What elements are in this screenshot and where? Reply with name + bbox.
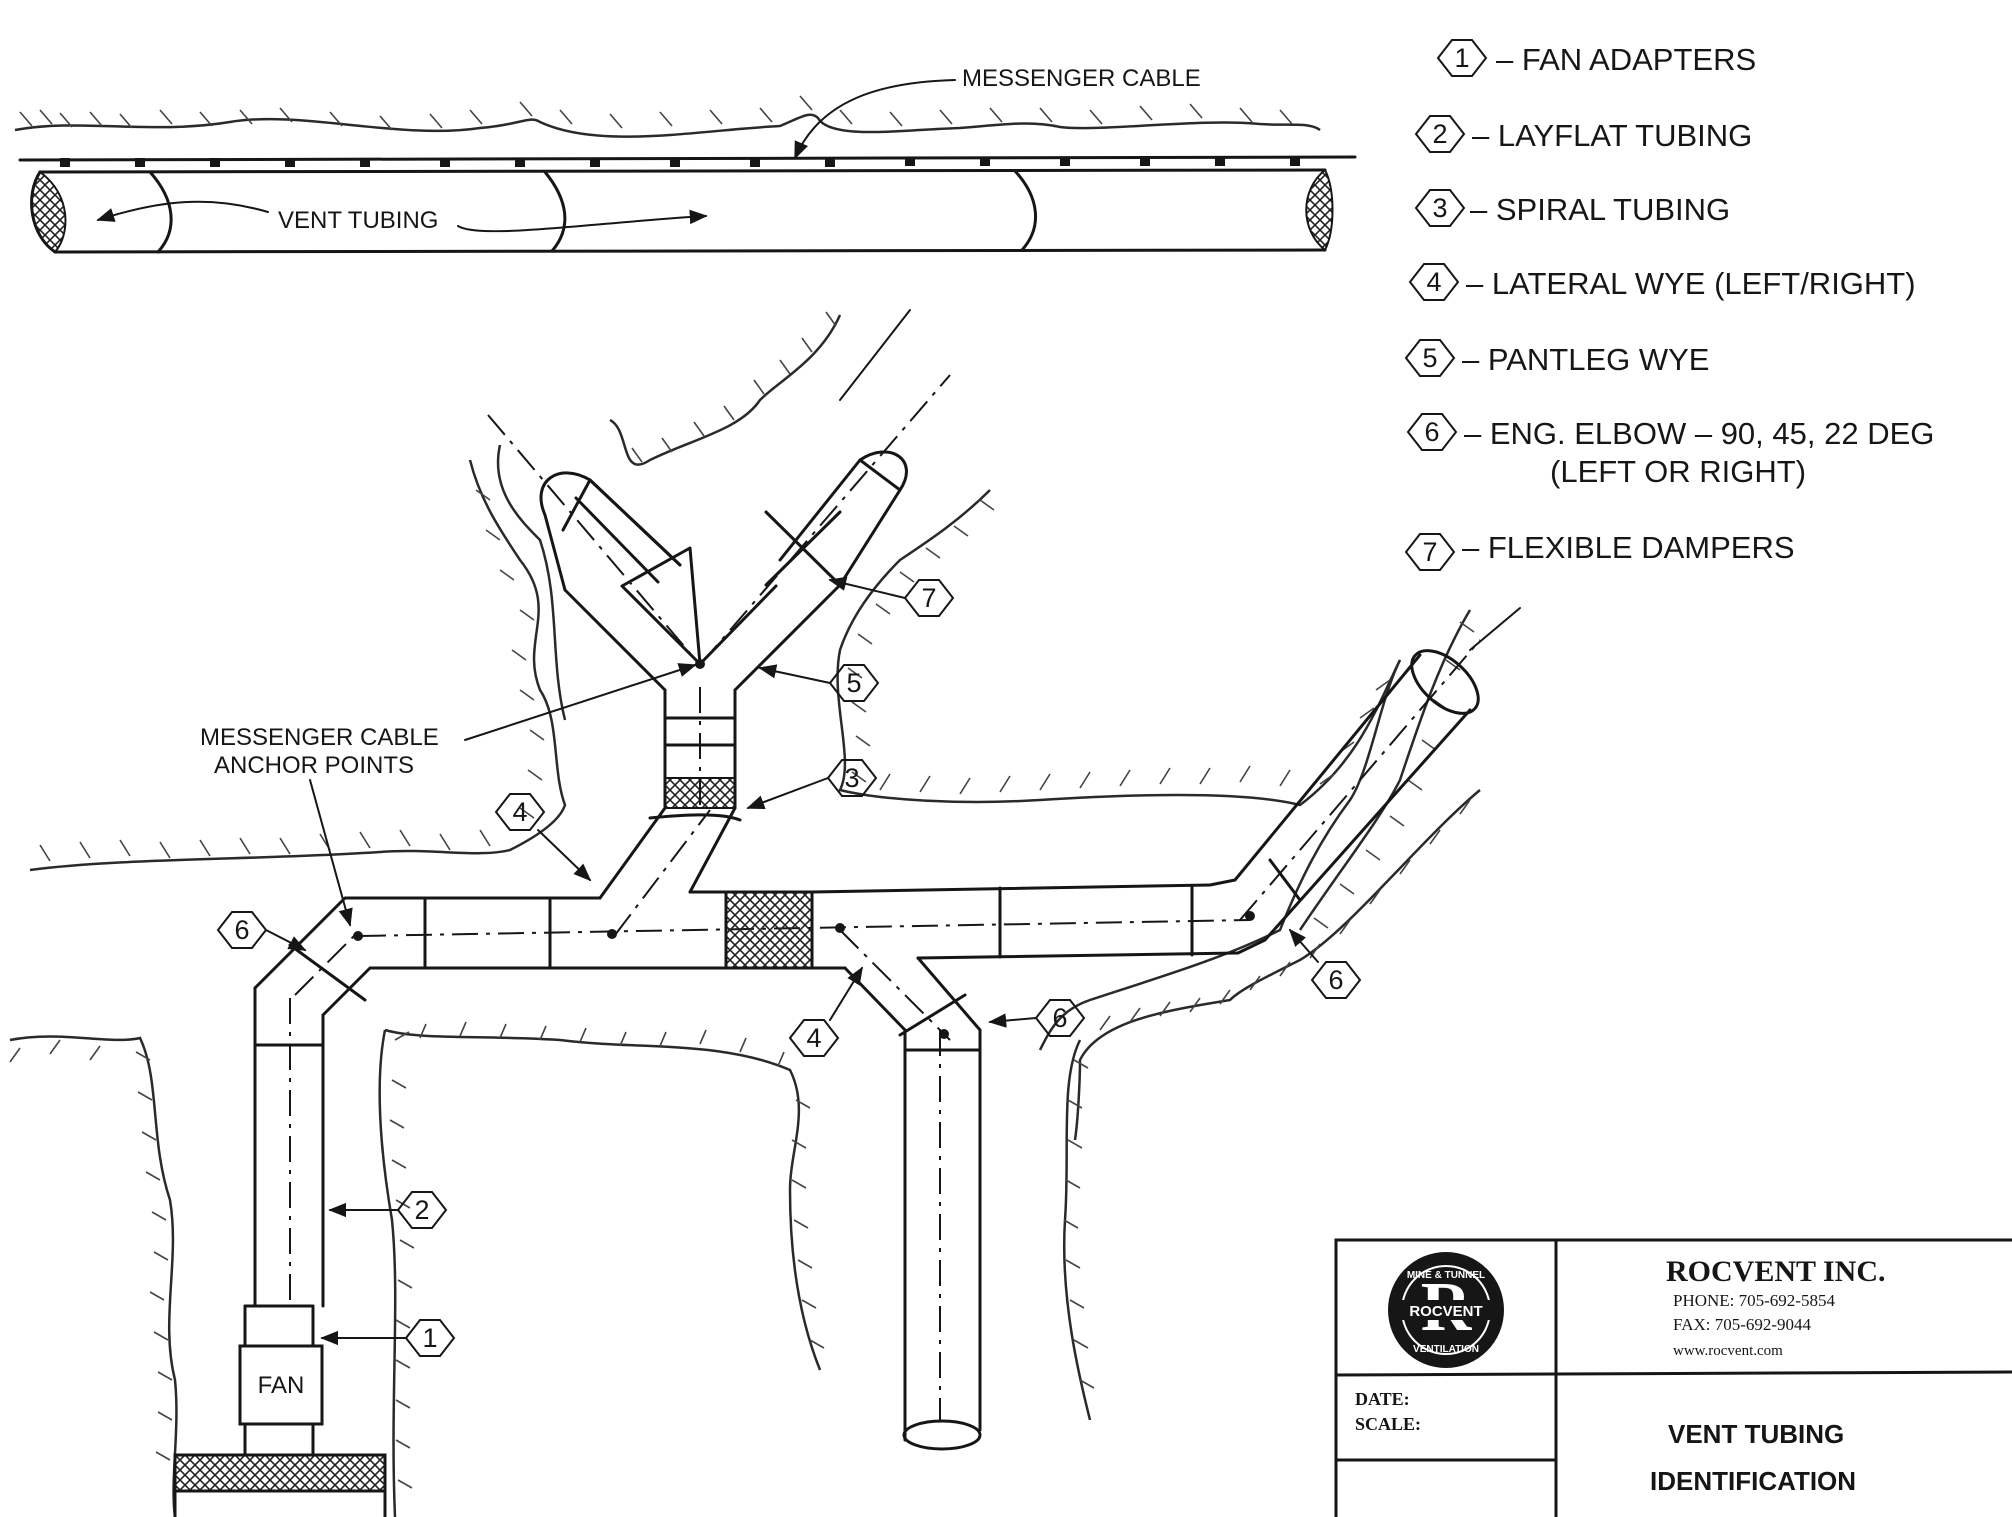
rocvent-logo: R ROCVENT MINE & TUNNEL VENTILATION — [1388, 1252, 1504, 1368]
drawing-title-line1: VENT TUBING — [1668, 1419, 1844, 1449]
messenger-cable-leader — [794, 79, 956, 160]
anchor-leader-2 — [309, 779, 353, 927]
svg-text:5: 5 — [846, 668, 861, 698]
vent-tubing-label: VENT TUBING — [278, 207, 438, 234]
callout-1: 1 — [320, 1319, 456, 1357]
callout-6-left: 6 — [216, 911, 307, 951]
company-name: ROCVENT INC. — [1666, 1255, 1885, 1288]
callout-3: 3 — [746, 759, 878, 810]
callout-6-mid: 6 — [988, 999, 1086, 1037]
legend-item-5: 5 – PANTLEG WYE — [1404, 339, 1710, 377]
legend-item-7: 7 – FLEXIBLE DAMPERS — [1404, 530, 1795, 571]
messenger-cable — [18, 155, 1357, 162]
ductwork: FAN — [173, 309, 1521, 1517]
svg-text:– LAYFLAT TUBING: – LAYFLAT TUBING — [1472, 118, 1752, 153]
callout-4-lower: 4 — [788, 966, 863, 1057]
fan-box — [238, 1344, 324, 1426]
anchor-label-line1: MESSENGER CABLE — [200, 724, 439, 751]
svg-text:– FLEXIBLE DAMPERS: – FLEXIBLE DAMPERS — [1462, 530, 1795, 565]
callout-5: 5 — [758, 664, 880, 702]
svg-text:6: 6 — [234, 915, 249, 945]
svg-text:ROCVENT: ROCVENT — [1409, 1303, 1482, 1320]
callout-4-upper: 4 — [494, 793, 592, 882]
fan-label: FAN — [258, 1372, 305, 1399]
svg-text:4: 4 — [806, 1023, 821, 1053]
scale-label: SCALE: — [1355, 1414, 1421, 1434]
company-phone: PHONE: 705-692-5854 — [1673, 1291, 1835, 1310]
flexible-damper-main — [724, 890, 814, 970]
callout-6-right: 6 — [1288, 928, 1362, 999]
svg-text:– LATERAL WYE (LEFT/RIGHT): – LATERAL WYE (LEFT/RIGHT) — [1466, 266, 1916, 301]
svg-text:5: 5 — [1422, 343, 1437, 373]
svg-text:MINE & TUNNEL: MINE & TUNNEL — [1407, 1270, 1485, 1281]
drift-roof-profile — [14, 113, 1321, 138]
vent-tubing-leader-left — [96, 200, 269, 222]
svg-text:– PANTLEG WYE: – PANTLEG WYE — [1462, 342, 1710, 377]
svg-text:1: 1 — [1454, 43, 1469, 73]
anchor-label-line2: ANCHOR POINTS — [214, 752, 414, 779]
svg-text:7: 7 — [1422, 537, 1437, 567]
lateral-wye-upper — [598, 806, 737, 936]
legend-item-6: 6 – ENG. ELBOW – 90, 45, 22 DEG (LEFT OR… — [1406, 413, 1934, 489]
vent-tubing-pipe — [30, 168, 1334, 254]
svg-text:4: 4 — [512, 797, 527, 827]
svg-text:– SPIRAL TUBING: – SPIRAL TUBING — [1470, 192, 1730, 227]
vent-tubing-leader-right — [457, 209, 708, 233]
svg-text:(LEFT OR RIGHT): (LEFT OR RIGHT) — [1550, 454, 1806, 489]
layflat-riser — [253, 986, 325, 1308]
date-label: DATE: — [1355, 1389, 1410, 1409]
title-block: R ROCVENT MINE & TUNNEL VENTILATION ROCV… — [1334, 1238, 2012, 1517]
svg-text:6: 6 — [1052, 1003, 1067, 1033]
main-duct — [359, 883, 1251, 970]
roof-hatching — [19, 95, 1293, 131]
svg-text:3: 3 — [844, 763, 859, 793]
svg-text:3: 3 — [1432, 193, 1447, 223]
svg-text:2: 2 — [414, 1195, 429, 1225]
svg-text:4: 4 — [1426, 267, 1441, 297]
legend-item-4: 4 – LATERAL WYE (LEFT/RIGHT) — [1408, 263, 1916, 301]
anchor-points — [353, 659, 1255, 1039]
top-detail: MESSENGER CABLE VENT TUBING — [14, 65, 1357, 254]
callout-7: 7 — [828, 576, 955, 617]
drawing-title-line2: IDENTIFICATION — [1650, 1466, 1856, 1496]
callout-2: 2 — [328, 1191, 448, 1229]
pantleg-wye — [487, 309, 951, 692]
company-fax: FAX: 705-692-9044 — [1673, 1315, 1812, 1334]
legend-item-1: 1 – FAN ADAPTERS — [1436, 39, 1756, 77]
svg-text:– ENG. ELBOW – 90, 45, 22 DEG: – ENG. ELBOW – 90, 45, 22 DEG — [1464, 416, 1934, 451]
svg-text:VENTILATION: VENTILATION — [1413, 1344, 1479, 1355]
right-branch — [1208, 607, 1521, 955]
svg-text:6: 6 — [1328, 965, 1343, 995]
legend-item-2: 2 – LAYFLAT TUBING — [1414, 115, 1752, 153]
company-web: www.rocvent.com — [1673, 1343, 1783, 1359]
mine-drift-walls — [9, 311, 1481, 1517]
anchor-leader-1 — [464, 663, 697, 741]
svg-text:1: 1 — [422, 1323, 437, 1353]
lateral-wye-lower — [839, 929, 982, 1451]
svg-text:7: 7 — [921, 583, 936, 613]
legend-item-3: 3 – SPIRAL TUBING — [1414, 189, 1730, 227]
svg-text:6: 6 — [1424, 417, 1439, 447]
fan-base — [173, 1453, 387, 1493]
cable-hangers — [60, 157, 1300, 167]
svg-text:2: 2 — [1432, 119, 1447, 149]
svg-text:– FAN ADAPTERS: – FAN ADAPTERS — [1496, 42, 1756, 77]
callouts: MESSENGER CABLE ANCHOR POINTS 7 5 3 4 6 — [200, 576, 1362, 1357]
spiral-tubing — [648, 680, 742, 822]
elbow-left — [253, 896, 427, 1017]
messenger-cable-label: MESSENGER CABLE — [962, 65, 1201, 92]
legend: 1 – FAN ADAPTERS 2 – LAYFLAT TUBING 3 – … — [1404, 39, 1934, 571]
